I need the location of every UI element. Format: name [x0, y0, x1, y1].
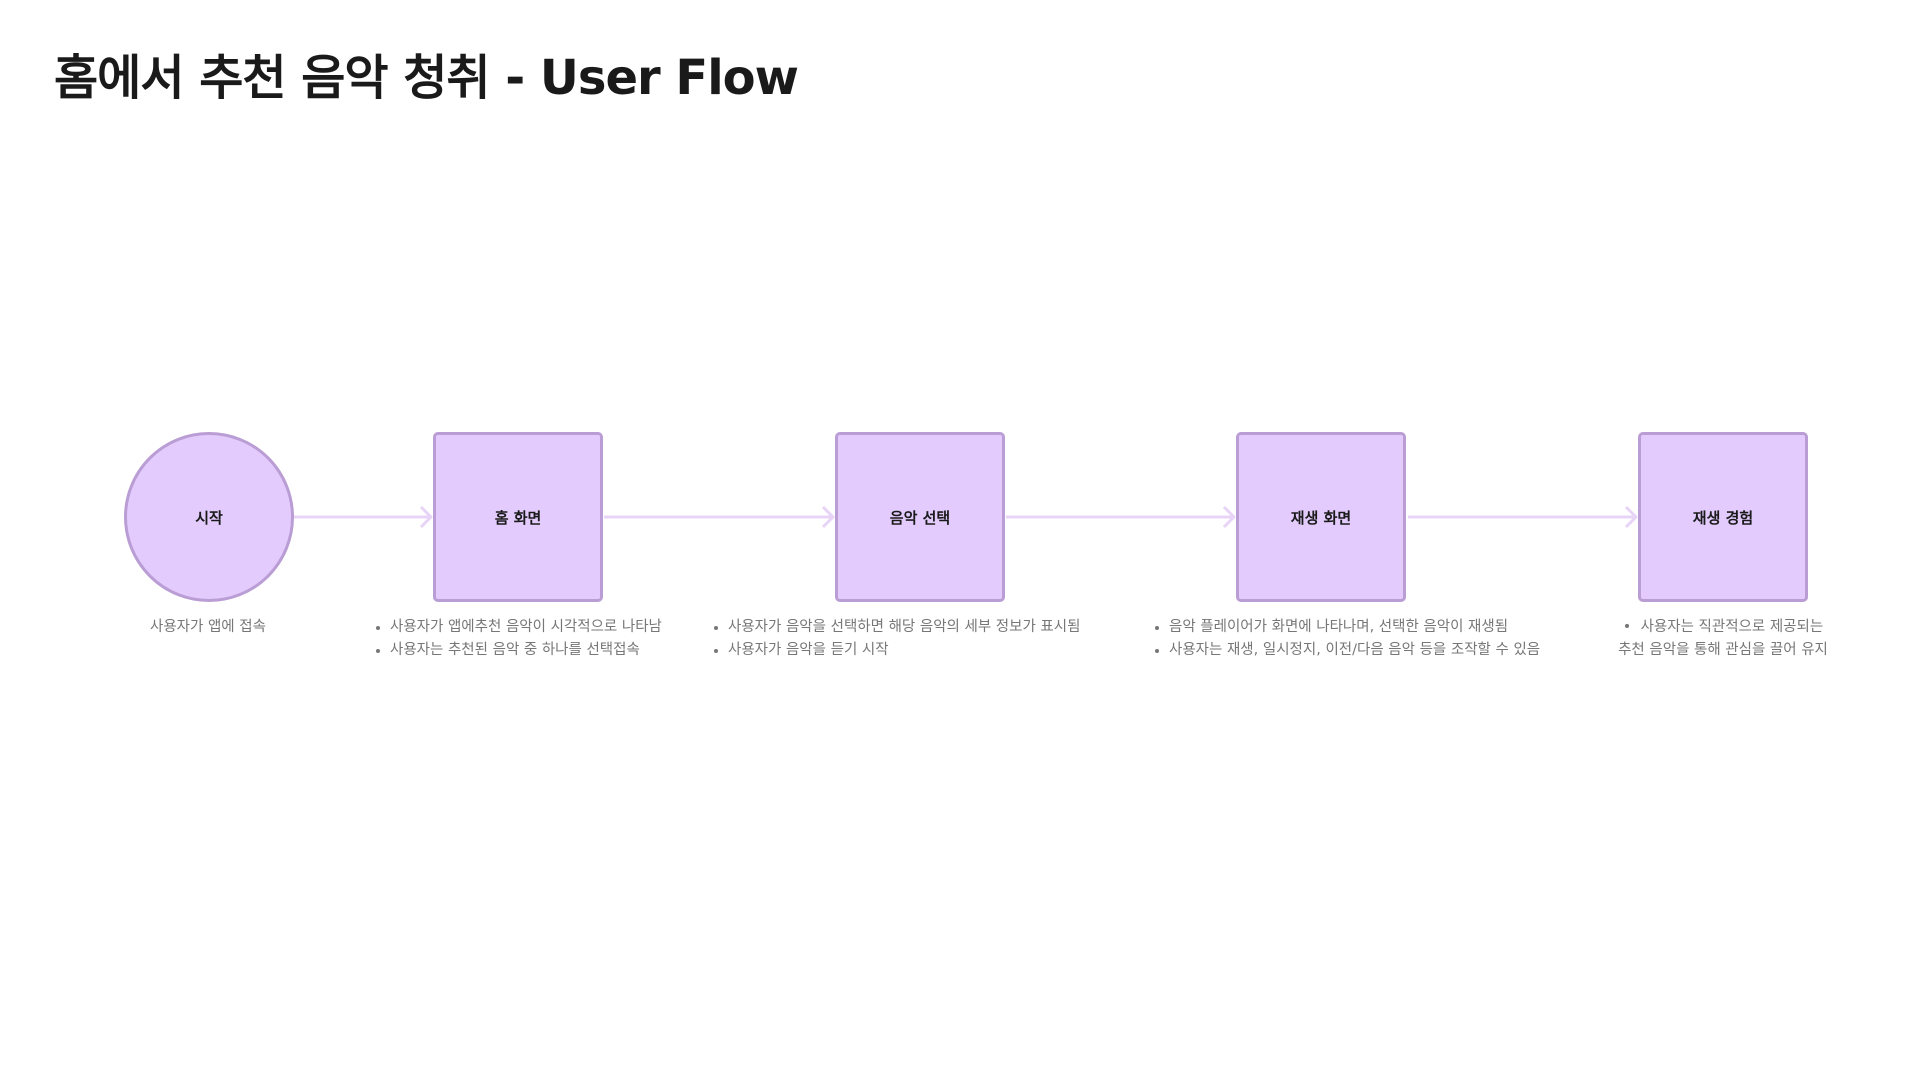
- page-title: 홈에서 추천 음악 청취 - User Flow: [54, 50, 799, 106]
- node-home-screen[interactable]: 홈 화면: [433, 432, 603, 602]
- description-start: 사용자가 앱에 접속: [150, 616, 266, 639]
- connector-start-to-home: [294, 505, 433, 529]
- description-item: • 사용자는 직관적으로 제공되는: [1603, 616, 1843, 639]
- node-label-start: 시작: [195, 508, 223, 527]
- description-music-select: 사용자가 음악을 선택하면 해당 음악의 세부 정보가 표시됨 사용자가 음악을…: [712, 616, 1080, 662]
- node-label-play-screen: 재생 화면: [1290, 508, 1352, 527]
- description-item: 추천 음악을 통해 관심을 끌어 유지: [1618, 642, 1828, 658]
- description-text: 사용자는 직관적으로 제공되는: [1640, 619, 1824, 635]
- connector-select-to-play: [1006, 505, 1236, 529]
- description-item: 사용자가 앱에추천 음악이 시각적으로 나타남: [374, 616, 662, 639]
- node-label-music-select: 음악 선택: [889, 508, 951, 527]
- connector-play-to-experience: [1408, 505, 1638, 529]
- description-play-screen: 음악 플레이어가 화면에 나타나며, 선택한 음악이 재생됨 사용자는 재생, …: [1153, 616, 1540, 662]
- description-home-screen: 사용자가 앱에추천 음악이 시각적으로 나타남 사용자는 추천된 음악 중 하나…: [374, 616, 662, 662]
- node-play-screen[interactable]: 재생 화면: [1236, 432, 1406, 602]
- bullet-icon: •: [1622, 619, 1641, 635]
- description-item: 사용자는 추천된 음악 중 하나를 선택접속: [374, 639, 662, 662]
- description-item: 사용자가 음악을 듣기 시작: [712, 639, 1080, 662]
- node-label-home-screen: 홈 화면: [494, 508, 542, 527]
- node-label-play-experience: 재생 경험: [1692, 508, 1754, 527]
- description-item: 사용자는 재생, 일시정지, 이전/다음 음악 등을 조작할 수 있음: [1153, 639, 1540, 662]
- description-item: 음악 플레이어가 화면에 나타나며, 선택한 음악이 재생됨: [1153, 616, 1540, 639]
- node-music-select[interactable]: 음악 선택: [835, 432, 1005, 602]
- description-item: 사용자가 음악을 선택하면 해당 음악의 세부 정보가 표시됨: [712, 616, 1080, 639]
- connector-home-to-select: [604, 505, 835, 529]
- description-item: 사용자가 앱에 접속: [150, 619, 266, 635]
- node-start[interactable]: 시작: [124, 432, 294, 602]
- node-play-experience[interactable]: 재생 경험: [1638, 432, 1808, 602]
- description-play-experience: • 사용자는 직관적으로 제공되는 추천 음악을 통해 관심을 끌어 유지: [1603, 616, 1843, 662]
